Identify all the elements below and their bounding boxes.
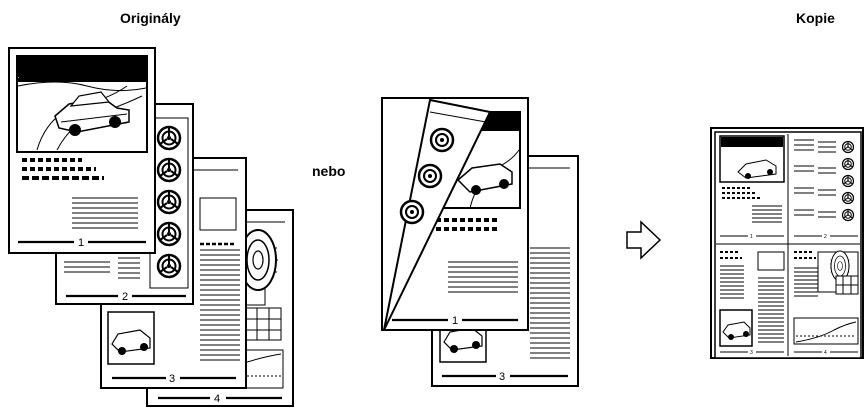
book-page-number-3: 3: [499, 371, 505, 383]
copy-page-number-1: 1: [750, 234, 753, 240]
book-page-1: 1: [382, 98, 528, 330]
copy-page-number-3: 3: [750, 350, 753, 356]
page-number-4: 4: [214, 393, 220, 405]
page-number-2: 2: [122, 291, 128, 303]
copy-page-number-4: 4: [824, 350, 827, 356]
right-arrow-icon: [627, 222, 660, 258]
copy-sheet: 1 2: [711, 128, 863, 358]
page-number-3: 3: [169, 373, 175, 385]
book-page-number-1: 1: [452, 315, 458, 327]
copy-page-number-2: 2: [824, 234, 827, 240]
original-page-1: 1: [9, 48, 155, 253]
page-number-1: 1: [78, 237, 84, 249]
